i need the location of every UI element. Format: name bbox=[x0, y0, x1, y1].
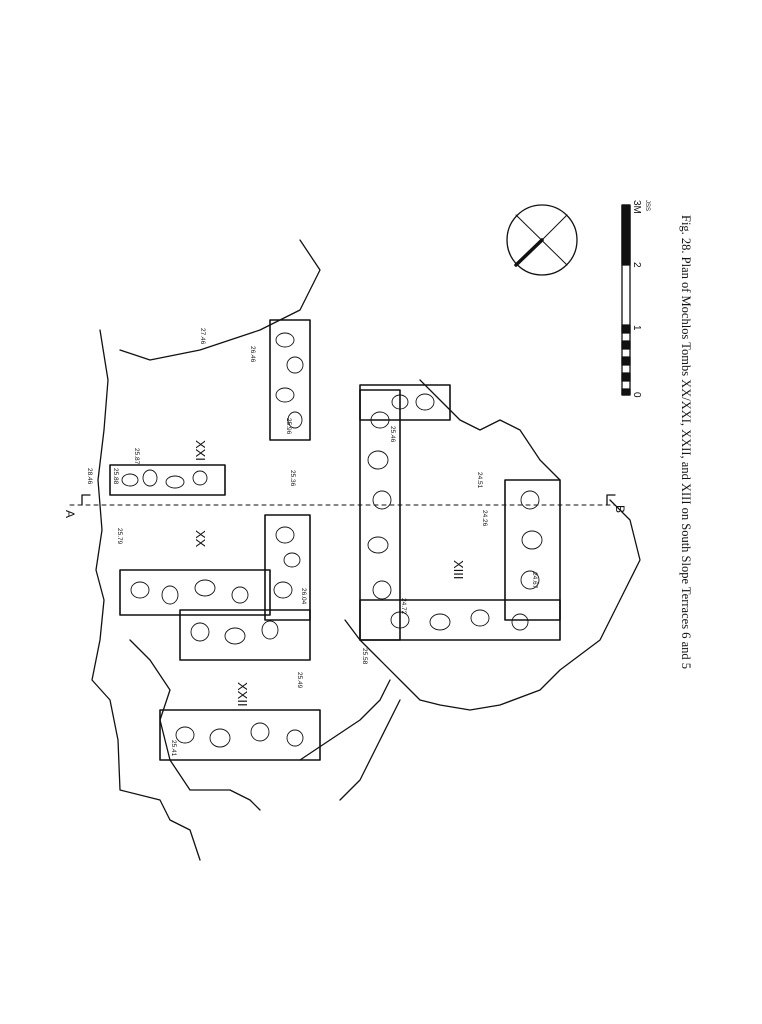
scale-label-2: 2 bbox=[631, 262, 642, 268]
scale-bar bbox=[621, 204, 631, 396]
wall-xiii-east bbox=[359, 384, 451, 421]
section-arrow-a bbox=[81, 494, 91, 506]
bedrock-outline-east bbox=[419, 379, 561, 481]
scale-label-1: 1 bbox=[631, 325, 642, 331]
bedrock-outline-west bbox=[129, 639, 261, 811]
tomb-label-xx: XX bbox=[193, 530, 208, 548]
bedrock-outline-north bbox=[91, 329, 201, 861]
wall-xxii-north bbox=[179, 609, 311, 661]
wall-xxii-south bbox=[159, 709, 321, 761]
tomb-label-xxii: XXII bbox=[235, 682, 250, 707]
section-marker-a: A bbox=[63, 510, 77, 518]
north-arrow-icon bbox=[506, 204, 578, 276]
elevation-2646: 26.46 bbox=[249, 346, 256, 363]
wall-xx-east bbox=[264, 514, 311, 621]
bedrock-outline-south bbox=[344, 499, 641, 711]
figure-caption: Fig. 28. Plan of Mochlos Tombs XX/XXI, X… bbox=[679, 215, 693, 669]
elevation-2558: 25.58 bbox=[361, 648, 368, 665]
wall-xx-south bbox=[119, 569, 271, 616]
elevation-2451: 24.51 bbox=[476, 472, 483, 489]
elevation-2588: 25.88 bbox=[112, 468, 119, 485]
elevation-2536: 25.36 bbox=[289, 470, 296, 487]
wall-xiii-south bbox=[504, 479, 561, 621]
elevation-2587: 25.87 bbox=[133, 448, 140, 465]
elevation-2846: 28.46 bbox=[86, 468, 93, 485]
elevation-2467: 24.67 bbox=[531, 572, 538, 589]
bedrock-outline-mid bbox=[119, 239, 321, 361]
tomb-label-xiii: XIII bbox=[451, 560, 466, 580]
wall-xxi-north bbox=[109, 464, 226, 496]
elevation-2579: 25.79 bbox=[116, 528, 123, 545]
wall-stones bbox=[121, 332, 543, 748]
elevation-2549: 25.49 bbox=[296, 672, 303, 689]
tomb-label-xxi: XXI bbox=[193, 440, 208, 461]
elevation-2596: 25.96 bbox=[285, 418, 292, 435]
scale-initials: JSS bbox=[644, 200, 650, 211]
elevation-2426: 24.26 bbox=[481, 510, 488, 527]
elevation-2604: 26.04 bbox=[300, 588, 307, 605]
elevation-2541: 25.41 bbox=[170, 740, 177, 757]
bedrock-outline-lower bbox=[299, 679, 401, 801]
section-marker-b: B bbox=[613, 505, 627, 513]
section-arrow-b bbox=[606, 494, 616, 506]
elevation-2472: 24.72 bbox=[400, 598, 407, 615]
elevation-2546: 25.46 bbox=[389, 426, 396, 443]
scale-label-0: 0 bbox=[631, 392, 642, 398]
scale-label-3m: 3M bbox=[631, 200, 642, 214]
elevation-2746: 27.46 bbox=[199, 328, 206, 345]
wall-xxi-east bbox=[269, 319, 311, 441]
